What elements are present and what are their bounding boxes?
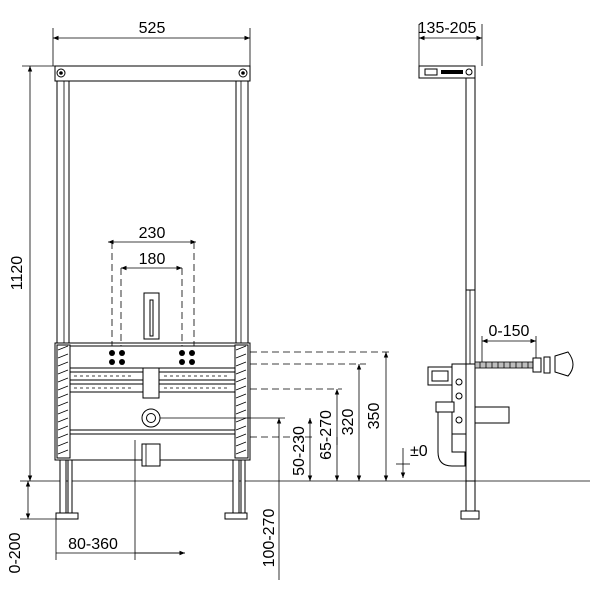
label-drain-depth: 100-270 — [261, 509, 278, 568]
right-upright — [235, 80, 249, 344]
tap-washer — [543, 356, 551, 374]
side-view — [418, 24, 574, 520]
label-frame-width: 525 — [139, 20, 166, 37]
left-upright — [56, 80, 70, 344]
tap-cap — [554, 351, 574, 377]
dimension-labels: 525 1120 230 180 350 320 65-270 50-230 ±… — [7, 20, 530, 573]
label-drain-offset: 80-360 — [68, 536, 118, 553]
dimension-lines — [20, 28, 410, 580]
front-view — [20, 65, 590, 520]
top-rail — [54, 65, 251, 82]
side-hatching — [57, 345, 247, 455]
center-post — [142, 367, 160, 399]
mounting-plate — [69, 345, 236, 369]
label-pipe-spacing-outer: 230 — [139, 225, 166, 242]
label-frame-height: 1120 — [9, 256, 26, 291]
label-height-65-270: 65-270 — [318, 410, 335, 460]
side-support-bar — [474, 406, 510, 424]
mount-hole-right — [238, 68, 248, 78]
feet — [55, 459, 248, 520]
connection-fittings — [109, 350, 195, 365]
label-height-350: 350 — [366, 403, 383, 430]
label-tap-extension: 0-150 — [489, 323, 530, 340]
label-depth-range: 135-205 — [418, 20, 477, 37]
label-foot-adjust: 0-200 — [7, 532, 24, 573]
side-upright — [465, 77, 476, 482]
tap-nut — [532, 357, 542, 373]
side-drain-bend — [437, 411, 466, 467]
label-pipe-spacing-inner: 180 — [139, 251, 166, 268]
label-height-50-230: 50-230 — [291, 426, 308, 476]
drain-pipe — [141, 443, 161, 467]
drain-outlet — [141, 408, 161, 428]
label-floor-level: ±0 — [410, 443, 428, 460]
mount-hole-left — [56, 68, 66, 78]
label-height-320: 320 — [340, 409, 357, 436]
